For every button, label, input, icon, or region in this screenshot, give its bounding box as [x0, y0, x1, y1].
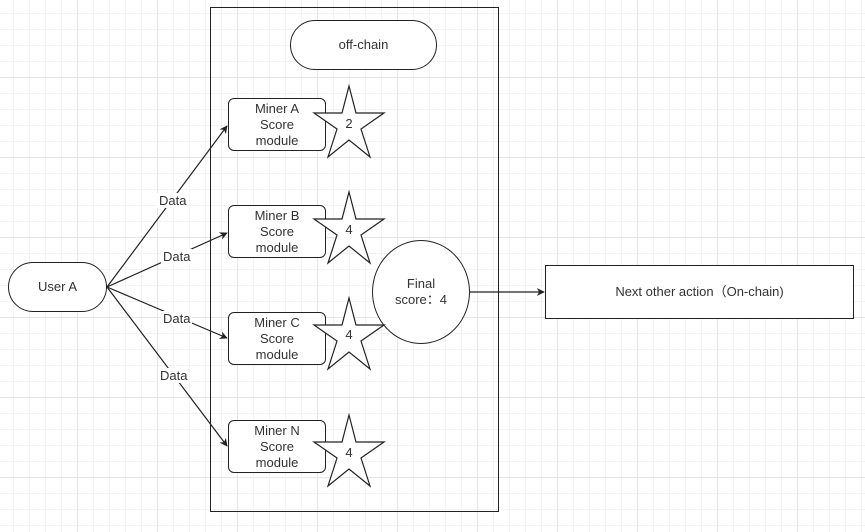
- offchain-label-box: off-chain: [290, 20, 437, 70]
- miner-n-score-text: Score: [260, 438, 294, 454]
- user-label: User A: [37, 279, 77, 294]
- offchain-container: [210, 7, 499, 512]
- next-action-node: Next other action（On-chain): [545, 265, 854, 319]
- miner-c-module-text: module: [255, 346, 299, 362]
- miner-n-module-text: module: [255, 454, 299, 470]
- miner-c-star-score: 4: [345, 327, 353, 342]
- miner-a-score-text: Score: [260, 116, 294, 132]
- final-score-value: score：4: [394, 292, 448, 307]
- miner-b-name: Miner B: [254, 207, 300, 223]
- edge-label-data-c: Data: [161, 311, 193, 326]
- miner-c-name: Miner C: [254, 314, 300, 330]
- miner-n-name: Miner N: [254, 422, 300, 438]
- miner-c-score-text: Score: [260, 330, 294, 346]
- miner-b-module-text: module: [255, 239, 299, 255]
- miner-b-module: Miner B Score module: [228, 205, 326, 258]
- edge-label-data-a: Data: [157, 193, 189, 208]
- miner-c-module: Miner C Score module: [228, 312, 326, 365]
- offchain-label: off-chain: [338, 37, 389, 52]
- next-action-label: Next other action（On-chain): [615, 284, 784, 299]
- edge-user-to-miner-n: [106, 286, 228, 447]
- miner-a-name: Miner A: [254, 100, 300, 116]
- miner-a-module-text: module: [255, 132, 299, 148]
- edge-label-data-n: Data: [158, 368, 190, 383]
- miner-b-score-text: Score: [260, 223, 294, 239]
- final-score-title: Final: [406, 276, 436, 291]
- miner-n-star-score: 4: [345, 445, 353, 460]
- miner-n-module: Miner N Score module: [228, 420, 326, 473]
- miner-b-star-score: 4: [345, 222, 353, 237]
- final-score-node: Final score：4: [372, 240, 470, 344]
- edge-label-data-b: Data: [161, 249, 193, 264]
- miner-a-star-score: 2: [345, 116, 353, 131]
- user-node: User A: [8, 262, 107, 312]
- miner-a-module: Miner A Score module: [228, 98, 326, 151]
